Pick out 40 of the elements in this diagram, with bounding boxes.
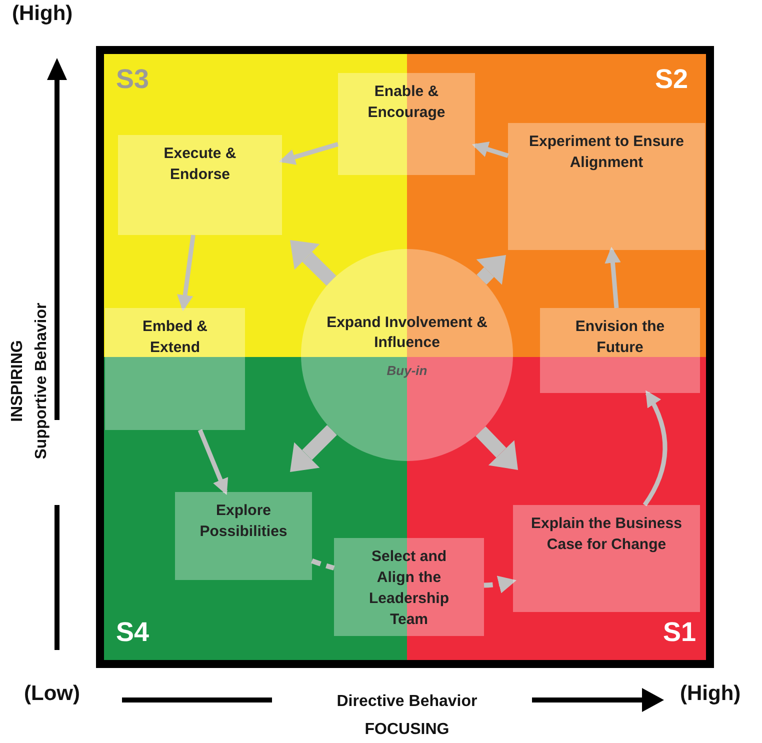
circle-subtitle: Buy-in bbox=[386, 363, 428, 378]
quadrant-label: S4 bbox=[116, 617, 150, 648]
step-box bbox=[540, 308, 700, 393]
step-box bbox=[338, 73, 475, 175]
step-label: Enable & Encourage bbox=[366, 82, 446, 123]
thick-arrow bbox=[290, 425, 337, 472]
step-label: Explore Possibilities bbox=[198, 501, 288, 542]
step-label: Explain the Business Case for Change bbox=[530, 514, 683, 555]
step-label: Embed & Extend bbox=[141, 317, 208, 358]
axis-end-label: (High) bbox=[12, 2, 73, 26]
thick-arrow bbox=[290, 240, 336, 286]
connector-line bbox=[311, 558, 335, 570]
axis-title: FOCUSING bbox=[364, 721, 450, 739]
step-label: Execute & Endorse bbox=[162, 144, 238, 185]
step-box bbox=[334, 538, 484, 636]
step-label: Envision the Future bbox=[574, 317, 666, 358]
axis-end-label: (High) bbox=[680, 682, 741, 706]
step-box bbox=[105, 308, 245, 430]
step-label: Experiment to Ensure Alignment bbox=[528, 132, 686, 173]
quadrant-label: S1 bbox=[663, 617, 696, 648]
quadrant-label: S3 bbox=[116, 64, 150, 95]
step-box bbox=[508, 123, 705, 250]
step-box bbox=[118, 135, 282, 235]
arrow bbox=[177, 234, 196, 312]
arrow bbox=[604, 246, 621, 308]
step-box bbox=[513, 505, 700, 612]
axis-title: INSPIRING bbox=[9, 339, 27, 424]
thick-arrow bbox=[476, 426, 518, 470]
circle-title: Expand Involvement & Influence bbox=[326, 313, 488, 353]
thick-arrow bbox=[476, 255, 506, 285]
arrow bbox=[472, 142, 509, 158]
arrow bbox=[484, 576, 516, 594]
step-box bbox=[175, 492, 312, 580]
arrow bbox=[642, 390, 668, 506]
axis-end-label: (Low) bbox=[24, 682, 80, 706]
quadrant-label: S2 bbox=[655, 64, 688, 95]
axis-title: Directive Behavior bbox=[336, 693, 478, 711]
arrow bbox=[198, 429, 228, 495]
arrow bbox=[278, 142, 339, 165]
axis-title: Supportive Behavior bbox=[33, 302, 51, 462]
